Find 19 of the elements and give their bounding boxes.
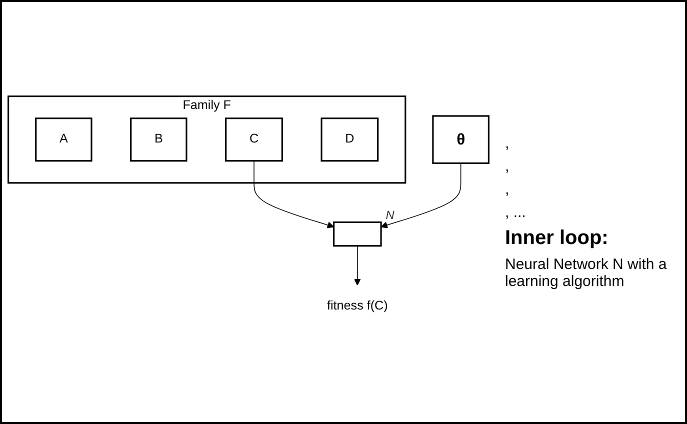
arrow	[354, 245, 361, 286]
node-box	[225, 118, 283, 162]
note-text: ,	[505, 134, 510, 152]
arrow	[254, 160, 334, 228]
node-box	[35, 118, 92, 162]
note-text: , ...	[505, 204, 527, 220]
node-box	[130, 118, 188, 162]
arrow	[380, 162, 462, 228]
note-text: ,	[505, 180, 510, 198]
note-text: ,	[505, 158, 510, 174]
node-text: fitness f(C)	[326, 299, 388, 313]
node-caption: N	[386, 208, 394, 222]
flowchart: Family F A B C D θ N fitness f(C)	[2, 90, 495, 334]
cluster	[8, 96, 406, 184]
heading-text: Inner loop:	[505, 226, 610, 250]
node-box	[432, 115, 490, 164]
node-box	[333, 221, 382, 247]
note-text: Neural Network N with a learning algorithm	[505, 256, 668, 290]
node-box	[320, 118, 379, 162]
